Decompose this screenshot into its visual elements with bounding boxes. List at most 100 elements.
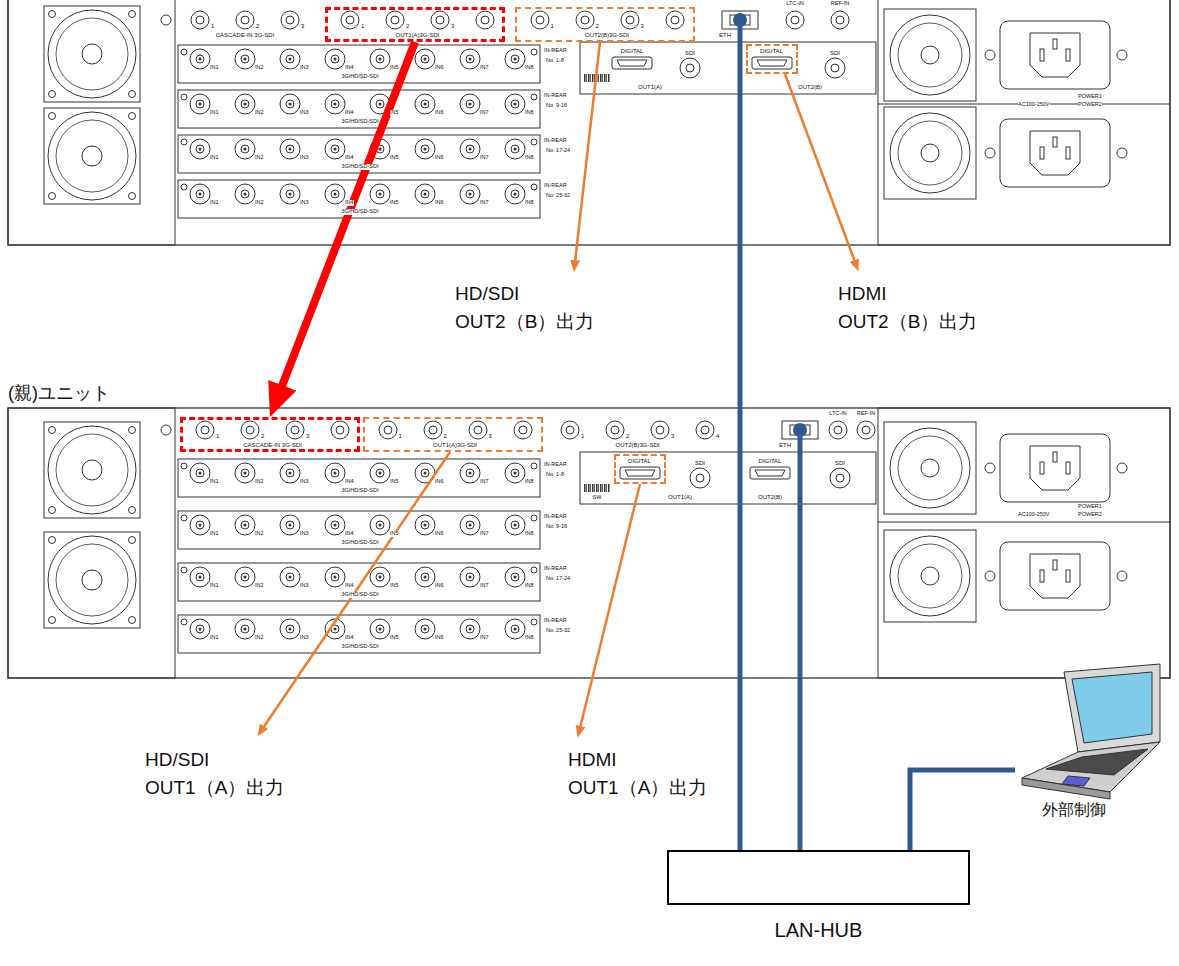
bnc-pin [466, 625, 474, 633]
input-board [178, 90, 540, 128]
bnc-center [244, 524, 247, 527]
panel-label: IN2 [255, 200, 264, 206]
bnc-pin [421, 145, 429, 153]
bnc-center [334, 103, 337, 106]
panel-label: 3 [301, 23, 304, 29]
rear-panel-art [8, 0, 1170, 245]
port-label: 3 [489, 433, 492, 439]
bnc-connector [190, 94, 210, 114]
fan-frame [884, 9, 976, 101]
input-board [178, 511, 540, 549]
port-label: 2 [261, 433, 264, 439]
bnc-center [514, 628, 517, 631]
bnc-connector [531, 11, 549, 29]
screw [129, 193, 136, 200]
bnc-center [379, 628, 382, 631]
panel-label: SDI [685, 50, 695, 56]
inlet-pin [1053, 452, 1057, 462]
bnc-connector [460, 139, 480, 159]
bnc-center [469, 472, 472, 475]
inlet-pin [1040, 462, 1044, 474]
screw [49, 617, 56, 624]
bnc-pin [421, 625, 429, 633]
panel-label: IN8 [525, 200, 534, 206]
bnc-center [469, 58, 472, 61]
output-card [580, 452, 876, 504]
bnc-center [199, 58, 202, 61]
bnc-connector [341, 11, 359, 29]
bnc-pin [511, 573, 519, 581]
inlet-socket [1030, 131, 1080, 175]
bnc-center [244, 576, 247, 579]
bnc-connector [505, 619, 525, 639]
screw [161, 425, 171, 435]
bnc-pin [836, 16, 844, 24]
bnc-connector [370, 567, 390, 587]
fan [48, 536, 136, 624]
barcode [594, 484, 596, 492]
bnc-center [469, 524, 472, 527]
fan-guard [56, 544, 128, 616]
screw [181, 139, 187, 145]
bnc-pin [196, 625, 204, 633]
bnc-connector [415, 619, 435, 639]
panel-label: IN-REAR [544, 462, 567, 468]
barcode [600, 484, 602, 492]
panel-label: IN6 [435, 200, 444, 206]
bnc-pin [196, 521, 204, 529]
bnc-center [379, 148, 382, 151]
bnc-pin [376, 55, 384, 63]
panel-label: 3G/HD/SD-SDI [342, 119, 379, 125]
bnc-center [514, 58, 517, 61]
panel-label: IN1 [210, 200, 219, 206]
panel-label: SDI [695, 460, 705, 466]
callout-text: HDMI OUT1（A）出力 [568, 746, 728, 802]
cascade-out-box: 123OUT1(A)3G-SDI [325, 7, 505, 42]
bnc-pin [421, 573, 429, 581]
bnc-pin [421, 55, 429, 63]
bnc-connector [424, 421, 442, 439]
bnc-pin [391, 16, 399, 24]
panel-label: IN6 [435, 635, 444, 641]
inlet-socket [1030, 554, 1080, 598]
bnc-connector [476, 11, 494, 29]
screw [129, 537, 136, 544]
port-label: 1 [216, 433, 219, 439]
panel-label: IN7 [480, 155, 489, 161]
screw [531, 94, 537, 100]
panel-label: IN3 [300, 110, 309, 116]
bnc-connector [235, 567, 255, 587]
panel-label: IN5 [390, 200, 399, 206]
panel-label: IN6 [435, 110, 444, 116]
barcode [608, 74, 610, 82]
barcode [592, 484, 594, 492]
bnc-center [469, 193, 472, 196]
bnc-pin [511, 100, 519, 108]
callout-text: HD/SDI OUT1（A）出力 [145, 746, 305, 802]
bnc-pin [331, 469, 339, 477]
inlet-pin [1040, 570, 1044, 582]
panel-label: ETH [719, 32, 731, 38]
bnc-pin [336, 426, 344, 434]
panel-label: ETH [779, 442, 791, 448]
bnc-center [289, 524, 292, 527]
bnc-connector [325, 139, 345, 159]
bnc-pin [331, 190, 339, 198]
panel-label: IN7 [480, 200, 489, 206]
chassis [8, 408, 1170, 678]
fan [890, 113, 970, 193]
panel-label: IN5 [390, 65, 399, 71]
panel-label: IN8 [525, 155, 534, 161]
callout-text: HD/SDI OUT2（B）出力 [455, 280, 615, 336]
bnc-pin [466, 55, 474, 63]
bnc-connector [190, 567, 210, 587]
bnc-center [379, 103, 382, 106]
panel-label: No. 9-16 [546, 524, 567, 530]
bnc-pin [241, 100, 249, 108]
bnc-pin [286, 16, 294, 24]
callout-text: HDMI OUT2（B）出力 [838, 280, 998, 336]
bnc-pin [511, 145, 519, 153]
panel-label: IN4 [345, 65, 354, 71]
bnc-connector [235, 515, 255, 535]
bnc-pin [834, 426, 842, 434]
